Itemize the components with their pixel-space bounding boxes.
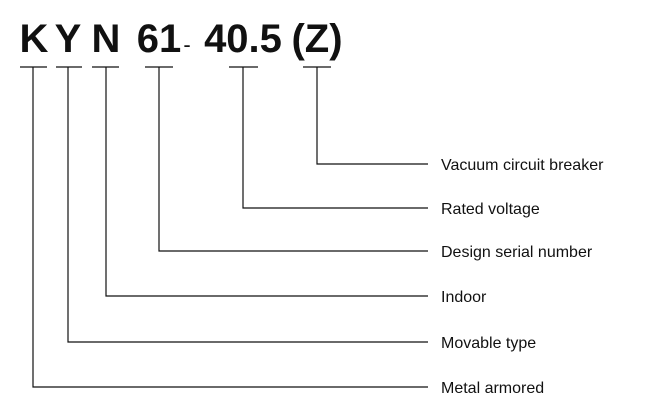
leader-lines: [32, 67, 428, 388]
code-breaker-type: (Z): [291, 17, 342, 61]
code-serial-number: 61: [137, 17, 182, 61]
label-indoor: Indoor: [441, 289, 487, 306]
leader-line-vacuum-circuit-breaker: [316, 67, 428, 165]
label-rated-voltage: Rated voltage: [441, 201, 540, 218]
leader-line-indoor: [105, 67, 428, 297]
code-rated-voltage: 40.5: [204, 17, 282, 61]
label-metal-armored: Metal armored: [441, 380, 544, 397]
model-code: K Y N 61 - 40.5 (Z): [20, 17, 343, 61]
leader-line-metal-armored: [32, 67, 428, 388]
label-vacuum-circuit-breaker: Vacuum circuit breaker: [441, 157, 604, 174]
leader-line-rated-voltage: [242, 67, 428, 209]
label-design-serial-number: Design serial number: [441, 244, 593, 261]
code-letter-k: K: [20, 17, 49, 61]
code-letter-y: Y: [55, 17, 82, 61]
leader-line-design-serial-number: [158, 67, 428, 252]
code-letter-n: N: [92, 17, 121, 61]
label-movable-type: Movable type: [441, 335, 536, 352]
leader-line-movable-type: [67, 67, 428, 343]
code-dash: -: [183, 32, 190, 57]
labels: Vacuum circuit breaker Rated voltage Des…: [441, 157, 604, 397]
